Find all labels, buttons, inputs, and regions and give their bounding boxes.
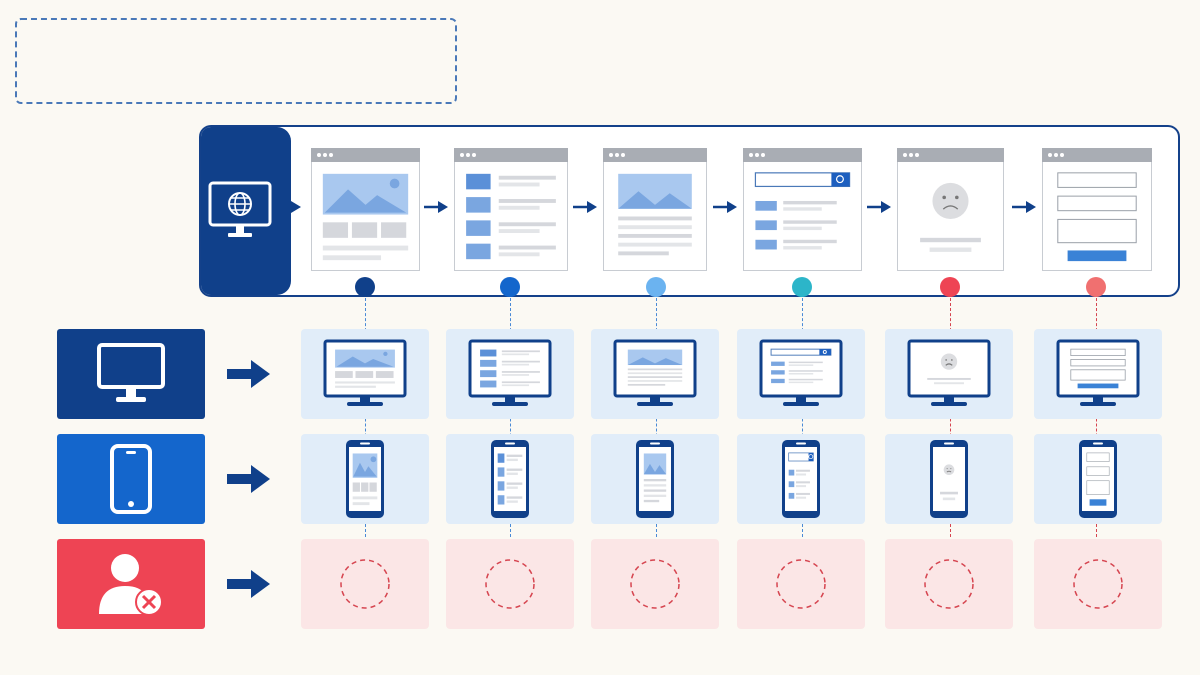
no-user-cell-form-page [1034, 539, 1162, 629]
desktop-article-page-thumbnail [613, 339, 697, 406]
desktop-landing-page-thumbnail [323, 339, 407, 406]
row-header-no-user [57, 539, 205, 629]
web-error-page [897, 148, 1004, 271]
desktop-cell-article-page [591, 329, 719, 419]
row-arrow-icon [227, 464, 271, 494]
title-placeholder-box [15, 18, 457, 104]
web-row-header [201, 127, 291, 295]
no-user-cell-search-page [737, 539, 865, 629]
row-arrow-icon [227, 359, 271, 389]
web-article-page [603, 148, 707, 271]
desktop-list-page-thumbnail [468, 339, 552, 406]
step-dot [355, 277, 375, 297]
step-connector [802, 298, 803, 542]
mobile-article-page-thumbnail [636, 440, 674, 518]
step-dot [792, 277, 812, 297]
no-user-cell-error-page [885, 539, 1013, 629]
row-header-mobile [57, 434, 205, 524]
desktop-cell-error-page [885, 329, 1013, 419]
step-dot [940, 277, 960, 297]
empty-dashed-circle [630, 559, 680, 609]
mobile-cell-list-page [446, 434, 574, 524]
mobile-landing-page-thumbnail [346, 440, 384, 518]
mobile-list-page-thumbnail [491, 440, 529, 518]
mobile-cell-landing-page [301, 434, 429, 524]
step-connector [950, 298, 951, 542]
desktop-form-page-thumbnail [1056, 339, 1140, 406]
flow-arrow-icon [424, 199, 448, 215]
step-connector [365, 298, 366, 542]
no-user-cell-list-page [446, 539, 574, 629]
step-dot [646, 277, 666, 297]
step-dot [1086, 277, 1106, 297]
globe-monitor-icon [208, 181, 272, 237]
empty-dashed-circle [340, 559, 390, 609]
desktop-cell-list-page [446, 329, 574, 419]
user-blocked-icon [99, 554, 163, 616]
desktop-search-page-thumbnail [759, 339, 843, 406]
empty-dashed-circle [1073, 559, 1123, 609]
empty-dashed-circle [485, 559, 535, 609]
mobile-search-page-thumbnail [782, 440, 820, 518]
flow-arrow-icon [713, 199, 737, 215]
mobile-cell-error-page [885, 434, 1013, 524]
flow-arrow-icon [277, 199, 301, 215]
web-list-page [454, 148, 568, 271]
desktop-monitor-icon [97, 343, 165, 402]
mobile-cell-form-page [1034, 434, 1162, 524]
flow-arrow-icon [1012, 199, 1036, 215]
no-user-cell-landing-page [301, 539, 429, 629]
step-dot [500, 277, 520, 297]
step-connector [1096, 298, 1097, 542]
mobile-cell-search-page [737, 434, 865, 524]
empty-dashed-circle [924, 559, 974, 609]
step-connector [510, 298, 511, 542]
desktop-cell-search-page [737, 329, 865, 419]
step-connector [656, 298, 657, 542]
mobile-cell-article-page [591, 434, 719, 524]
web-search-page [743, 148, 862, 271]
empty-dashed-circle [776, 559, 826, 609]
web-landing-page [311, 148, 420, 271]
row-arrow-icon [227, 569, 271, 599]
mobile-form-page-thumbnail [1079, 440, 1117, 518]
no-user-cell-article-page [591, 539, 719, 629]
desktop-cell-landing-page [301, 329, 429, 419]
mobile-error-page-thumbnail [930, 440, 968, 518]
flow-arrow-icon [573, 199, 597, 215]
web-form-page [1042, 148, 1152, 271]
flow-arrow-icon [867, 199, 891, 215]
smartphone-icon [110, 444, 152, 514]
row-header-desktop [57, 329, 205, 419]
desktop-error-page-thumbnail [907, 339, 991, 406]
desktop-cell-form-page [1034, 329, 1162, 419]
